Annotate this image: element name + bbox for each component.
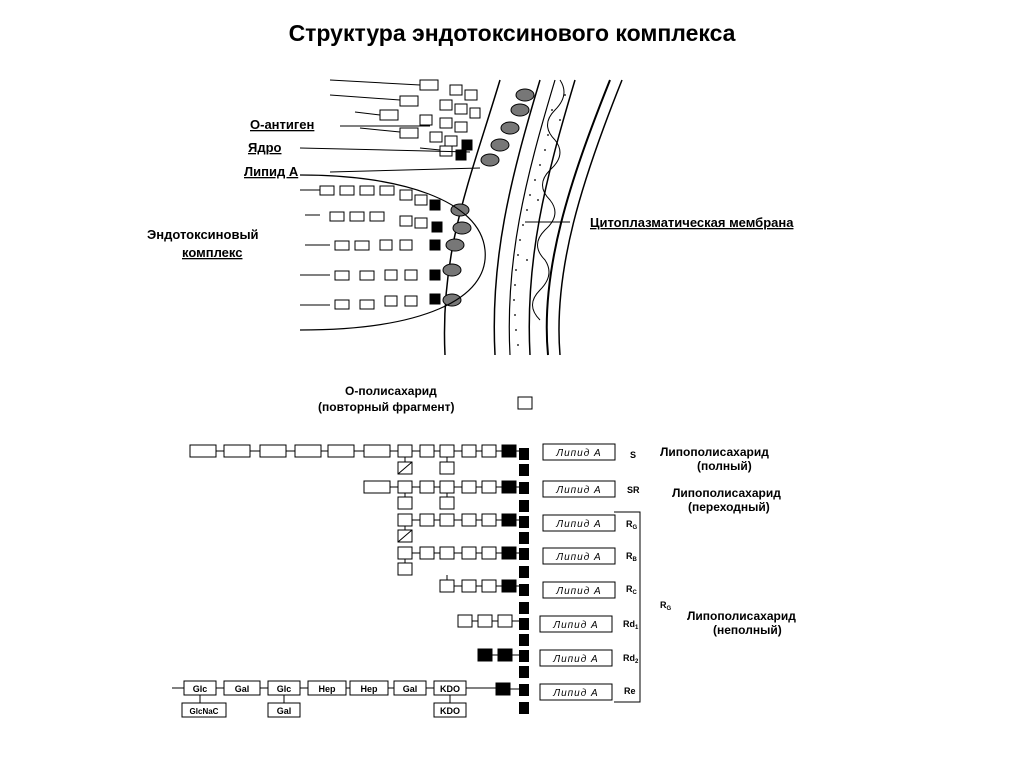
row-rg (397, 513, 616, 543)
lipid-a-box-re: Липид А (552, 688, 598, 699)
cytoplasmic-membrane-label: Цитоплазматическая мембрана (590, 215, 794, 230)
code-rc: RC (626, 584, 638, 596)
legend-box (517, 396, 533, 410)
code-re: Re (624, 686, 636, 696)
sugar-kdo-1: KDO (440, 684, 460, 694)
incomplete-bracket (614, 511, 641, 703)
upper-chain-5 (419, 145, 500, 167)
sugar-gal-3: Gal (277, 706, 292, 716)
core-label: Ядро (248, 140, 282, 155)
upper-chain-2 (329, 94, 530, 119)
upper-chain-1 (329, 79, 535, 102)
lps-chains (299, 79, 535, 331)
lower-chain-4 (300, 263, 462, 281)
code-rb: RB (626, 551, 638, 563)
o-antigen-label: О-антиген (250, 117, 314, 132)
code-rg: RG (626, 519, 638, 531)
row-sr (363, 480, 616, 510)
lipid-a-box-s: Липид А (555, 448, 601, 459)
upper-chain-4 (359, 127, 510, 152)
endotoxin-complex-label-1: Эндотоксиновый (147, 227, 259, 242)
rg-code-label: RG (660, 600, 672, 612)
row-re (495, 682, 613, 701)
code-rd1: Rd1 (623, 619, 639, 631)
lower-chain-3 (305, 238, 465, 252)
lower-chain-5 (300, 293, 462, 310)
code-sr: SR (627, 485, 640, 495)
group-transitional-line-1: Липополисахарид (672, 486, 781, 500)
sugar-glc-2: Glc (277, 684, 292, 694)
lipid-a-label: Липид А (244, 164, 299, 179)
sugar-gal-1: Gal (235, 684, 250, 694)
group-transitional-line-2: (переходный) (688, 500, 770, 514)
group-incomplete-line-1: Липополисахарид (687, 609, 796, 623)
lower-chain-2 (305, 211, 472, 235)
lipid-a-box-rc: Липид А (555, 586, 601, 597)
sugar-kdo-2: KDO (440, 706, 460, 716)
row-s (189, 443, 616, 475)
row-rb (397, 546, 616, 576)
legend-line-2: (повторный фрагмент) (318, 400, 455, 414)
code-s: S (630, 450, 636, 460)
lipid-a-box-rb: Липид А (555, 552, 601, 563)
lipid-a-box-rd1: Липид А (552, 620, 598, 631)
group-full-line-1: Липополисахарид (660, 445, 769, 459)
legend-line-1: О-полисахарид (345, 384, 437, 398)
row-rc (439, 575, 616, 599)
upper-chain-3 (354, 109, 520, 135)
core-column (519, 448, 529, 714)
cell-wall-illustration: О-антиген Ядро Липид А Эндотоксиновый ко… (147, 79, 794, 356)
row-rd1 (457, 614, 613, 633)
row-rd2 (477, 648, 613, 667)
code-rd2: Rd2 (623, 653, 639, 665)
page-title: Структура эндотоксинового комплекса (288, 20, 736, 46)
lipid-a-box-rg: Липид А (555, 519, 601, 530)
group-full-line-2: (полный) (697, 459, 752, 473)
pointer-lines (299, 125, 570, 223)
peptidoglycan-dots (513, 94, 566, 346)
sugar-hep-1: Hep (318, 684, 336, 694)
group-incomplete-line-2: (неполный) (713, 623, 782, 637)
endotoxin-complex-label-2: комплекс (182, 245, 242, 260)
sugar-glc-1: Glc (193, 684, 208, 694)
sugar-glcnac: GlcNaC (190, 707, 219, 716)
sugar-hep-2: Hep (360, 684, 378, 694)
sugar-gal-2: Gal (403, 684, 418, 694)
sugar-chain (172, 680, 496, 718)
lipid-a-box-rd2: Липид А (552, 654, 598, 665)
lipid-a-box-sr: Липид А (555, 485, 601, 496)
lps-schema: О-полисахарид (повторный фрагмент) (172, 384, 796, 718)
